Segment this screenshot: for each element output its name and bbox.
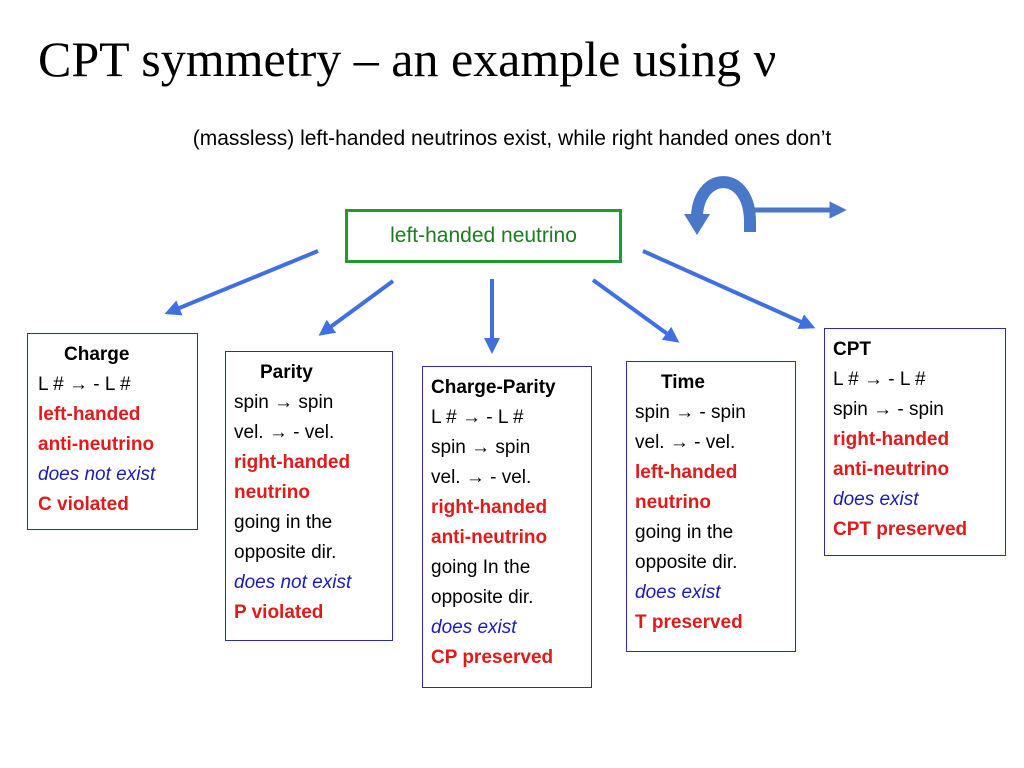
charge-line-5: C violated	[38, 494, 129, 515]
arrow-to-parity	[318, 279, 395, 336]
time-line-5: going in the	[635, 522, 734, 543]
cpt-header: CPT	[833, 339, 871, 360]
spin-arrowhead-icon	[684, 214, 710, 235]
charge-parity-line-2: spin → spin	[431, 437, 531, 458]
time-line-3: left-handed	[635, 462, 738, 483]
charge-card: Charge L # → - L # left-handed anti-neut…	[27, 333, 198, 530]
cpt-line-3: right-handed	[833, 429, 950, 450]
parity-line-2: vel. → - vel.	[234, 422, 335, 443]
parity-line-8: P violated	[234, 602, 324, 623]
cpt-line-5: does exist	[833, 489, 919, 510]
charge-line-2: left-handed	[38, 404, 141, 425]
arrow-to-time	[591, 278, 680, 343]
parity-line-6: opposite dir.	[234, 542, 337, 563]
cpt-card: CPT L # → - L # spin → - spin right-hand…	[824, 328, 1006, 556]
arrow-to-charge	[164, 249, 319, 316]
time-line-4: neutrino	[635, 492, 711, 513]
parity-card: Parity spin → spin vel. → - vel. right-h…	[225, 351, 393, 641]
center-neutrino-box: left-handed neutrino	[345, 209, 622, 263]
parity-line-4: neutrino	[234, 482, 310, 503]
charge-parity-line-9: CP preserved	[431, 647, 554, 668]
time-card: Time spin → - spin vel. → - vel. left-ha…	[626, 361, 796, 652]
time-header: Time	[661, 372, 706, 393]
charge-line-3: anti-neutrino	[38, 434, 155, 455]
spin-curved-arrow-icon	[691, 176, 756, 232]
charge-parity-card: Charge-Parity L # → - L # spin → spin ve…	[422, 366, 592, 688]
charge-line-4: does not exist	[38, 464, 156, 485]
parity-line-7: does not exist	[234, 572, 352, 593]
time-line-1: spin → - spin	[635, 402, 746, 423]
arrow-to-cpt	[642, 249, 816, 330]
slide-title: CPT symmetry – an example using ν	[38, 31, 777, 87]
center-label: left-handed neutrino	[390, 224, 577, 247]
charge-line-1: L # → - L #	[38, 374, 131, 395]
charge-header: Charge	[64, 344, 130, 365]
charge-parity-line-3: vel. → - vel.	[431, 467, 532, 488]
parity-line-3: right-handed	[234, 452, 351, 473]
slide-subtitle: (massless) left-handed neutrinos exist, …	[192, 127, 832, 150]
cpt-line-2: spin → - spin	[833, 399, 944, 420]
cpt-line-4: anti-neutrino	[833, 459, 950, 480]
charge-parity-line-4: right-handed	[431, 497, 548, 518]
cpt-line-1: L # → - L #	[833, 369, 926, 390]
charge-parity-line-5: anti-neutrino	[431, 527, 548, 548]
charge-parity-line-7: opposite dir.	[431, 587, 534, 608]
charge-parity-line-8: does exist	[431, 617, 517, 638]
time-line-7: does exist	[635, 582, 721, 603]
charge-parity-line-1: L # → - L #	[431, 407, 524, 428]
cpt-line-6: CPT preserved	[833, 519, 968, 540]
parity-line-1: spin → spin	[234, 392, 334, 413]
charge-parity-header: Charge-Parity	[431, 377, 556, 398]
time-line-8: T preserved	[635, 612, 743, 633]
charge-parity-line-6: going In the	[431, 557, 531, 578]
time-line-2: vel. → - vel.	[635, 432, 736, 453]
parity-line-5: going in the	[234, 512, 333, 533]
parity-header: Parity	[260, 362, 313, 383]
time-line-6: opposite dir.	[635, 552, 738, 573]
